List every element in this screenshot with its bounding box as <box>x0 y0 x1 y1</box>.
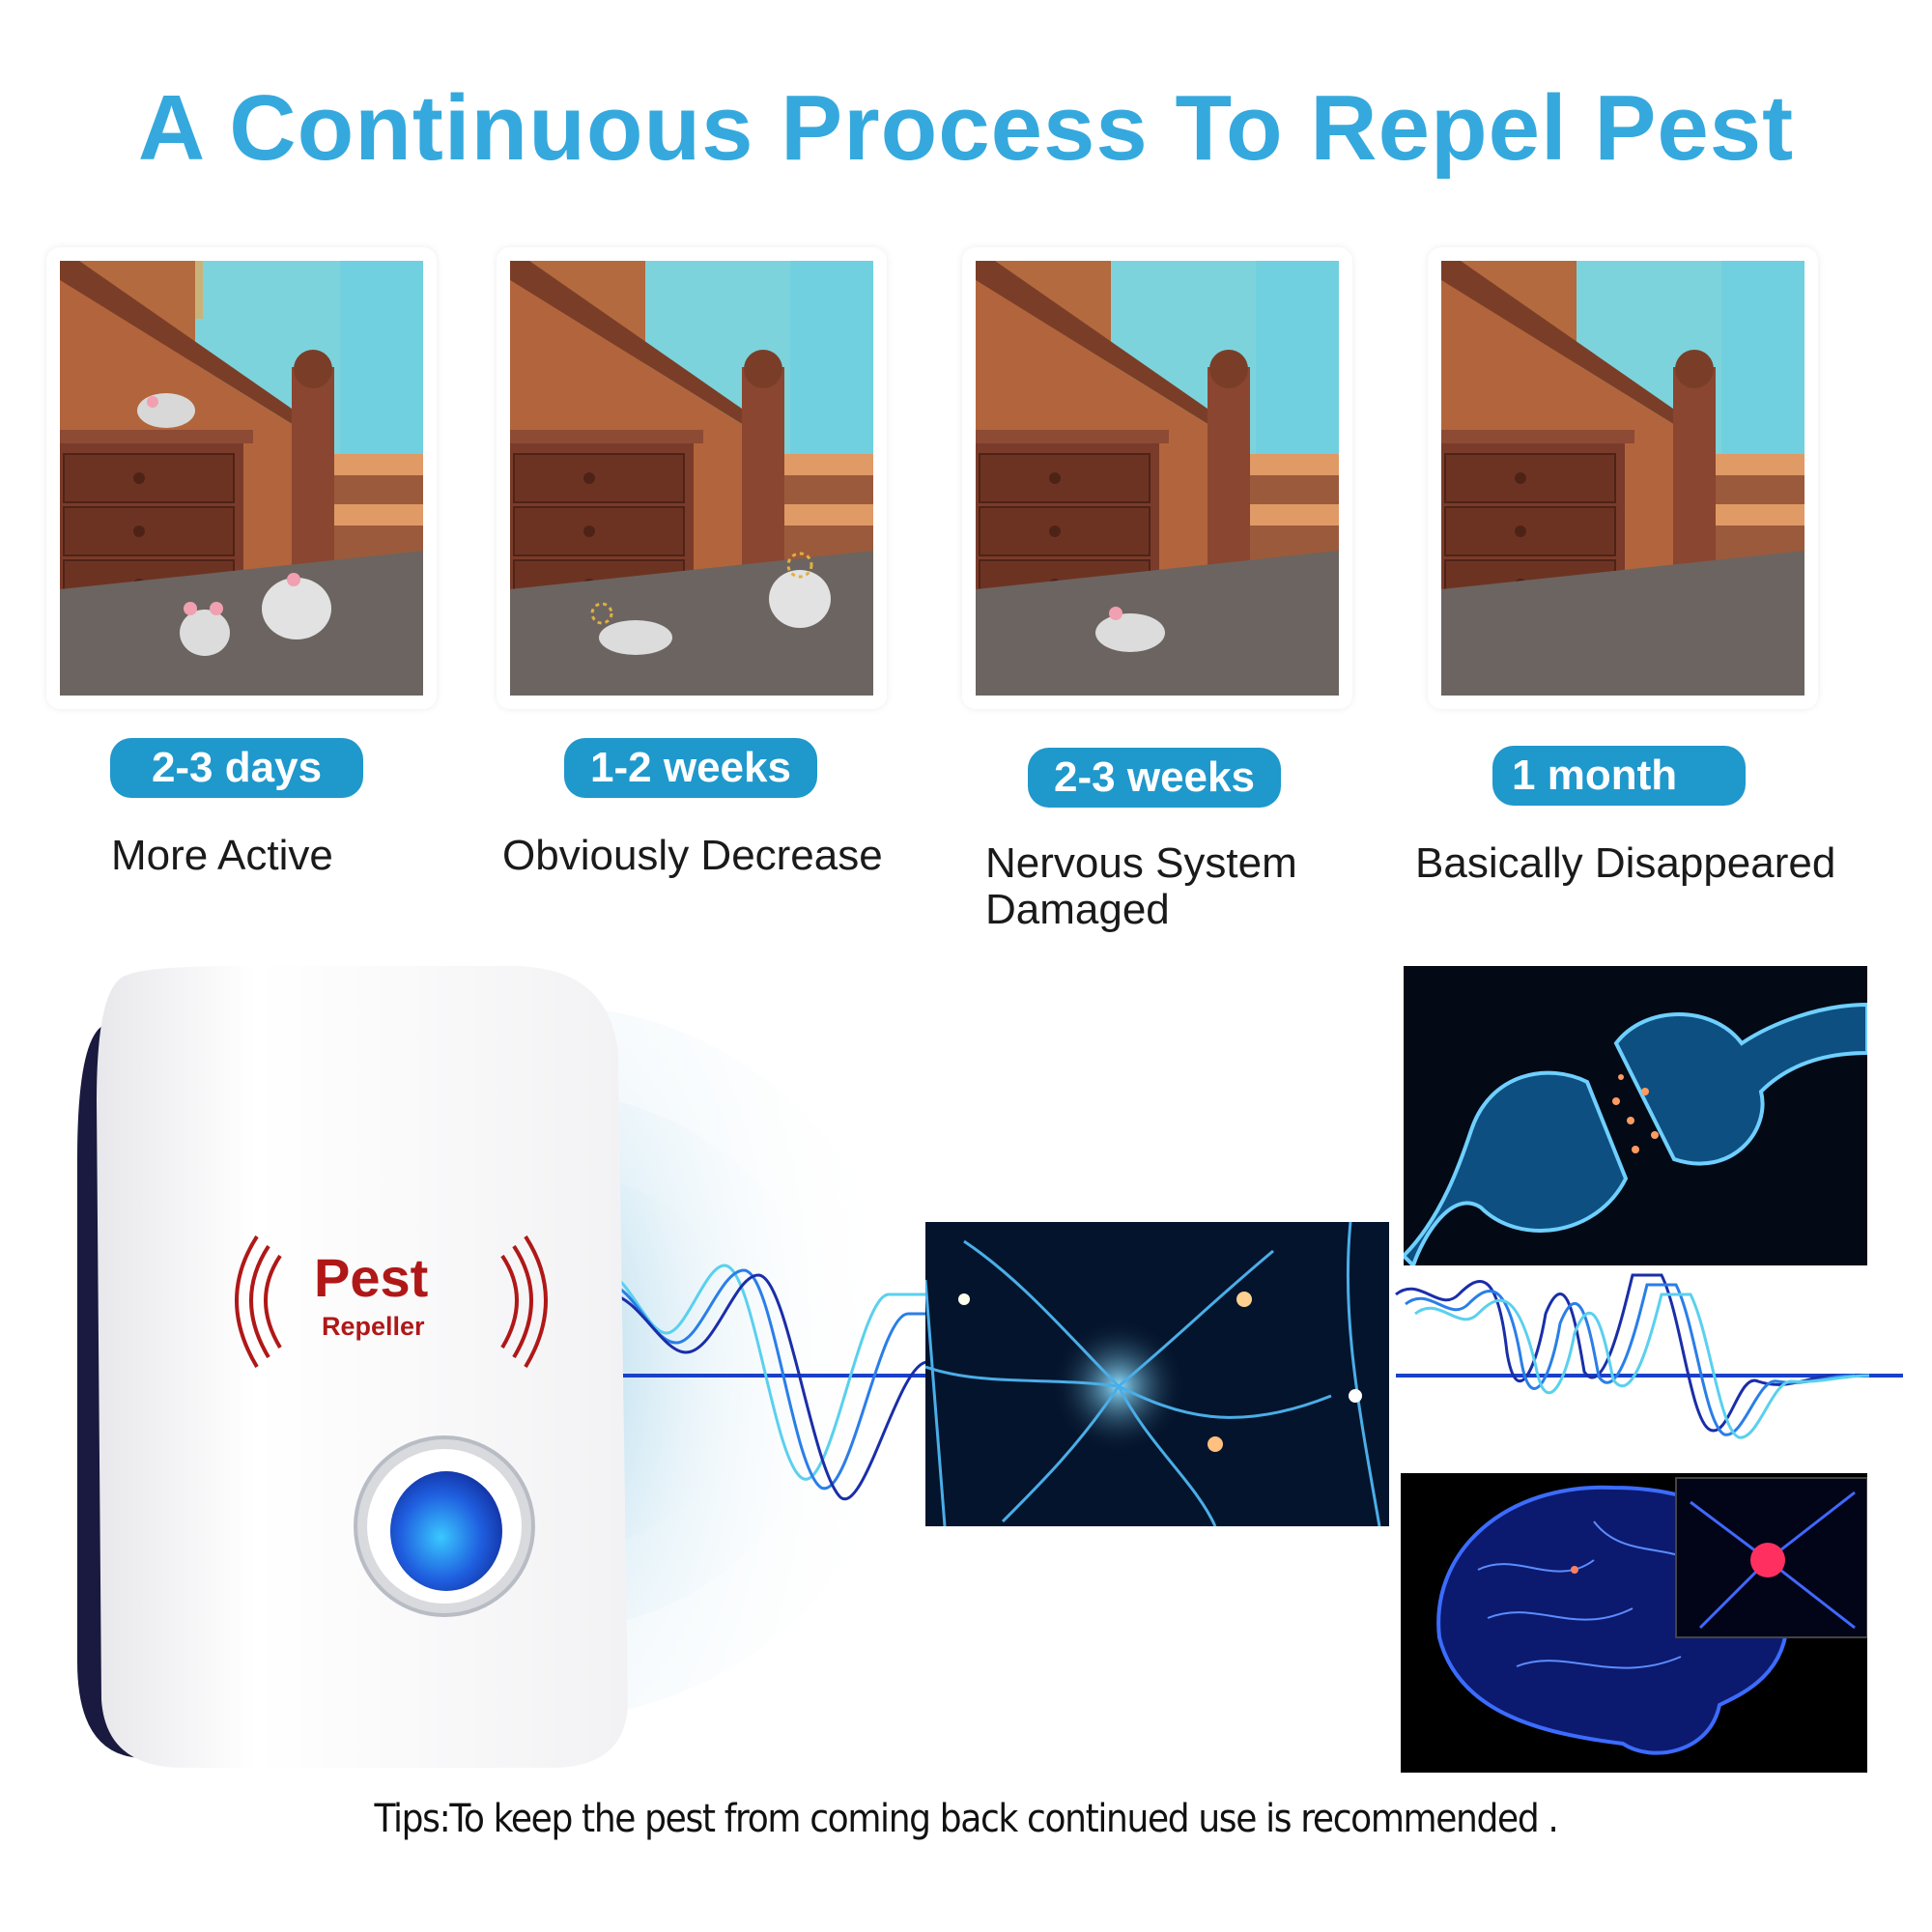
synapse-image <box>1404 966 1867 1265</box>
room-scene-image <box>510 261 873 696</box>
stage-panel-1 <box>46 247 437 709</box>
page-title: A Continuous Process To Repel Pest <box>137 76 1795 180</box>
room-illustration <box>1441 261 1804 696</box>
ultrasonic-waveform <box>609 1264 1903 1501</box>
duration-badge: 2-3 days <box>110 738 363 798</box>
usage-tip: Tips:To keep the pest from coming back c… <box>374 1797 1558 1841</box>
duration-badge: 1-2 weeks <box>564 738 817 798</box>
room-illustration <box>976 261 1339 696</box>
stage-caption: Basically Disappeared <box>1415 839 1836 887</box>
room-illustration <box>510 261 873 696</box>
brand-logo-text: Pest <box>314 1247 429 1308</box>
room-scene-image <box>1441 261 1804 696</box>
neuron-icon <box>925 1222 1389 1526</box>
stage-caption-line: Nervous System <box>985 839 1297 887</box>
sound-wave-logo-icon <box>235 1235 548 1369</box>
brain-image <box>1401 1473 1867 1773</box>
stage-caption: Obviously Decrease <box>502 832 883 879</box>
synapse-icon <box>1404 966 1867 1265</box>
stage-panel-3 <box>962 247 1352 709</box>
brand-logo-subtitle: Repeller <box>322 1312 425 1341</box>
led-indicator-icon <box>390 1471 502 1591</box>
room-scene-image <box>976 261 1339 696</box>
room-illustration <box>60 261 423 696</box>
stage-caption: More Active <box>111 832 333 879</box>
stage-panel-4 <box>1428 247 1818 709</box>
neuron-network-image <box>925 1222 1389 1526</box>
room-scene-image <box>60 261 423 696</box>
pest-repeller-device: Pest Repeller <box>48 966 628 1777</box>
duration-badge: 2-3 weeks <box>1028 748 1281 808</box>
stage-panel-2 <box>497 247 887 709</box>
stage-caption: Nervous System Damaged <box>985 840 1297 933</box>
duration-badge: 1 month <box>1492 746 1746 806</box>
stage-caption-line: Damaged <box>985 886 1170 933</box>
device-body <box>77 966 628 1768</box>
brain-icon <box>1401 1473 1867 1773</box>
